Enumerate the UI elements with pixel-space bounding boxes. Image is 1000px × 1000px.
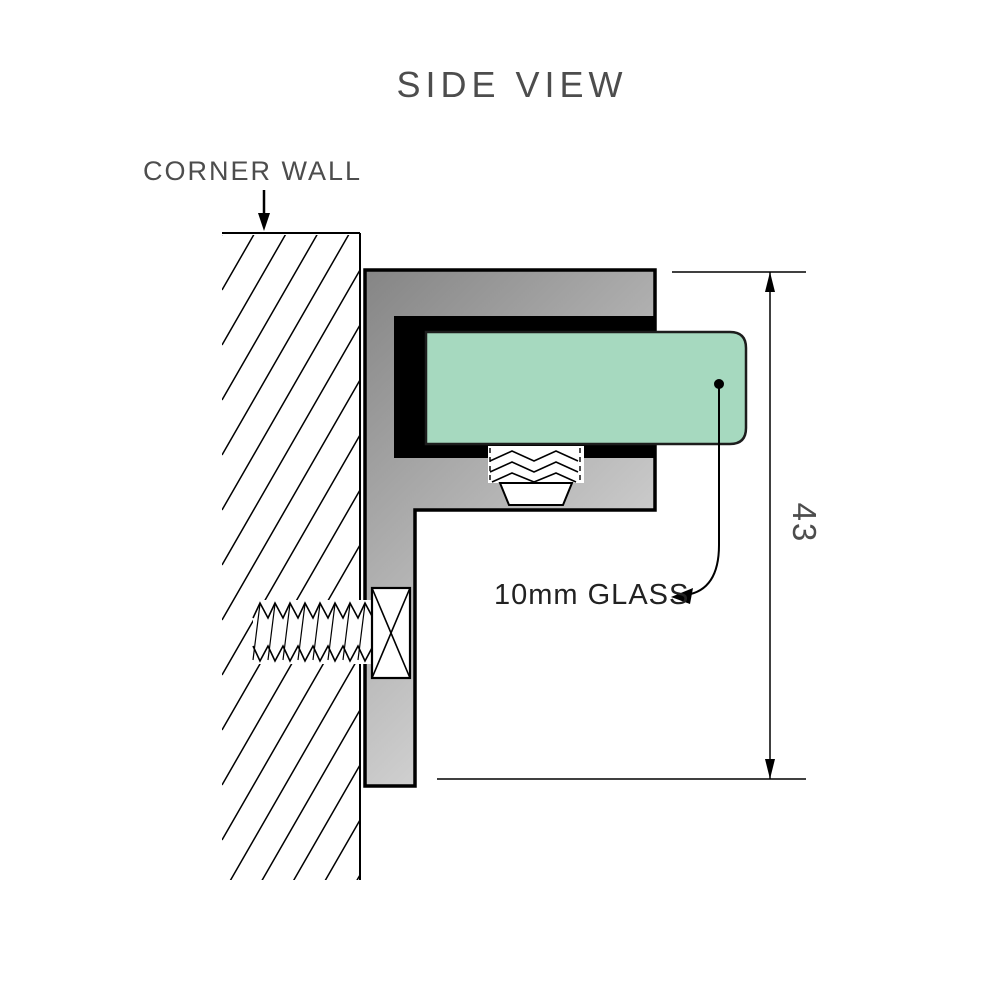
wall-lines — [222, 232, 361, 880]
leader-line — [685, 388, 720, 596]
channel-top-strip — [394, 316, 655, 331]
dimension-arrowhead-bottom-icon — [765, 759, 775, 779]
corner-wall-arrowhead-icon — [258, 213, 270, 231]
diagram-title: SIDE VIEW — [396, 64, 627, 105]
screw-head-cross-icon — [371, 587, 411, 679]
glass-label: 10mm GLASS — [494, 579, 689, 611]
glass-panel — [424, 330, 748, 446]
mounting-screw — [252, 586, 412, 680]
dimension-43: 43 — [437, 271, 823, 780]
screw-thread-crests — [252, 601, 374, 663]
channel-back — [394, 316, 426, 458]
grub-screw-hidden-edges — [489, 448, 581, 481]
dimension-value: 43 — [786, 503, 823, 544]
glass-callout-leader — [671, 379, 724, 604]
screw-thread-helix-lines — [252, 603, 366, 661]
grub-screw — [488, 446, 584, 506]
leader-dot — [714, 379, 724, 389]
grub-screw-cup — [498, 482, 574, 506]
corner-wall-arrow — [258, 190, 270, 231]
leader-arrowhead-icon — [671, 588, 693, 604]
wall-hatching — [222, 235, 360, 880]
corner-wall-label: CORNER WALL — [143, 156, 362, 186]
dimension-arrowhead-top-icon — [765, 272, 775, 292]
